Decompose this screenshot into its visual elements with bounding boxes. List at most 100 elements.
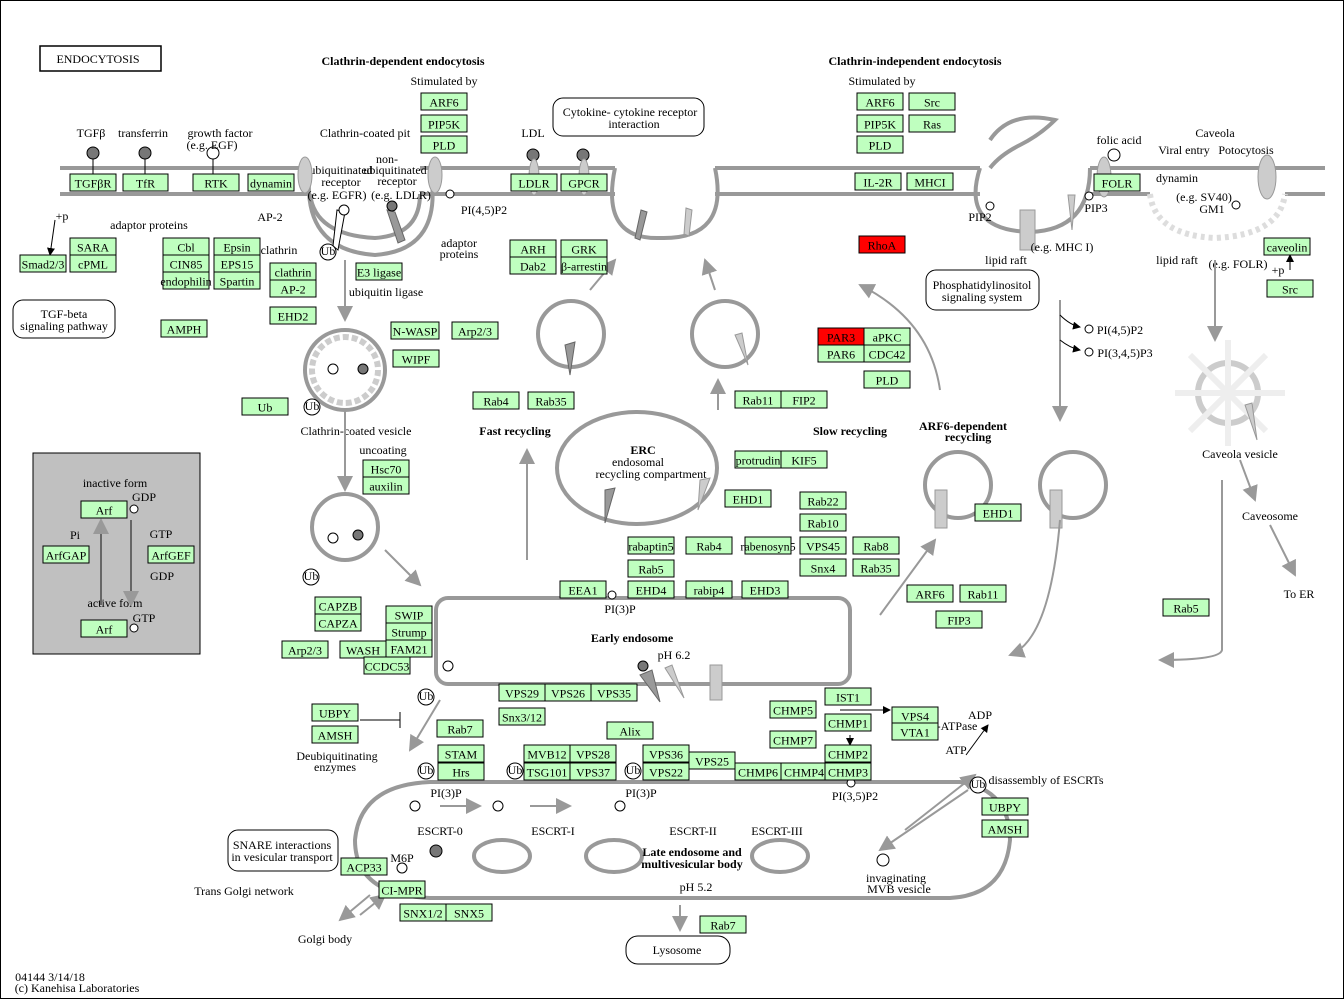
gene-box-fip2[interactable]: FIP2 bbox=[780, 390, 828, 409]
gene-box-rect[interactable] bbox=[314, 613, 362, 632]
gene-box-rect[interactable] bbox=[122, 173, 169, 192]
gene-box-rect[interactable] bbox=[627, 536, 675, 555]
gene-box-rect[interactable] bbox=[241, 397, 289, 416]
gene-box-rect[interactable] bbox=[590, 683, 638, 702]
gene-box-par3[interactable]: PAR3 bbox=[817, 327, 865, 346]
gene-box-arfgef[interactable]: ArfGEF bbox=[147, 545, 195, 564]
gene-box-rect[interactable] bbox=[378, 880, 426, 899]
gene-box-ubpy[interactable]: UBPY bbox=[981, 797, 1029, 816]
gene-box-fip3[interactable]: FIP3 bbox=[935, 610, 983, 629]
gene-box-rect[interactable] bbox=[560, 173, 608, 192]
gene-box-rect[interactable] bbox=[799, 558, 847, 577]
gene-box-rect[interactable] bbox=[420, 114, 468, 133]
gene-box-stam[interactable]: STAM bbox=[437, 744, 485, 763]
gene-box-sara[interactable]: SARA bbox=[69, 237, 117, 256]
gene-box-vps35[interactable]: VPS35 bbox=[590, 683, 638, 702]
gene-box-dab2[interactable]: Dab2 bbox=[509, 256, 557, 275]
gene-box-vps22[interactable]: VPS22 bbox=[642, 762, 690, 781]
gene-box-rect[interactable] bbox=[1162, 598, 1210, 617]
gene-box-chmp4[interactable]: CHMP4 bbox=[780, 762, 828, 781]
gene-box-rect[interactable] bbox=[569, 744, 617, 763]
gene-box-rect[interactable] bbox=[19, 254, 67, 273]
gene-box-mvb12[interactable]: MVB12 bbox=[523, 744, 571, 763]
gene-box-vps36[interactable]: VPS36 bbox=[642, 744, 690, 763]
gene-box-rect[interactable] bbox=[509, 256, 557, 275]
gene-box-gpcr[interactable]: GPCR bbox=[560, 173, 608, 192]
gene-box-arp2-3[interactable]: Arp2/3 bbox=[451, 321, 499, 340]
gene-box-rect[interactable] bbox=[162, 271, 210, 290]
gene-box-endophilin[interactable]: endophilin bbox=[160, 271, 212, 290]
gene-box-rtk[interactable]: RTK bbox=[192, 173, 240, 192]
gene-box-rect[interactable] bbox=[420, 92, 468, 111]
gene-box-rect[interactable] bbox=[906, 172, 954, 191]
gene-box-rab35[interactable]: Rab35 bbox=[527, 391, 575, 410]
gene-box-rab5[interactable]: Rab5 bbox=[1162, 598, 1210, 617]
gene-box-rect[interactable] bbox=[769, 730, 817, 749]
gene-box-rabip4[interactable]: rabip4 bbox=[685, 580, 733, 599]
gene-box-wipf[interactable]: WIPF bbox=[392, 349, 440, 368]
gene-box-rect[interactable] bbox=[569, 762, 617, 781]
gene-box-rect[interactable] bbox=[627, 559, 675, 578]
gene-box-rect[interactable] bbox=[856, 135, 904, 154]
gene-box-rect[interactable] bbox=[824, 687, 872, 706]
gene-box-arf6[interactable]: ARF6 bbox=[420, 92, 468, 111]
gene-box-rect[interactable] bbox=[445, 903, 493, 922]
gene-box-rect[interactable] bbox=[852, 536, 900, 555]
gene-box-amsh[interactable]: AMSH bbox=[981, 819, 1029, 838]
gene-box-arfgap[interactable]: ArfGAP bbox=[42, 545, 90, 564]
gene-box-rect[interactable] bbox=[355, 262, 403, 281]
gene-box-arf[interactable]: Arf bbox=[80, 619, 128, 638]
gene-box-tfr[interactable]: TfR bbox=[122, 173, 169, 192]
gene-box-rect[interactable] bbox=[858, 235, 906, 254]
gene-box-chmp2[interactable]: CHMP2 bbox=[824, 744, 872, 763]
gene-box-rect[interactable] bbox=[363, 656, 411, 675]
gene-box-vps25[interactable]: VPS25 bbox=[688, 751, 736, 770]
gene-box-chmp5[interactable]: CHMP5 bbox=[769, 700, 817, 719]
gene-box-alix[interactable]: Alix bbox=[606, 721, 654, 740]
gene-box-pld[interactable]: PLD bbox=[863, 370, 911, 389]
gene-box-rect[interactable] bbox=[281, 640, 329, 659]
gene-box-arf[interactable]: Arf bbox=[80, 500, 128, 519]
gene-box-rect[interactable] bbox=[908, 92, 956, 111]
gene-box-rect[interactable] bbox=[799, 536, 847, 555]
gene-box-dynamin[interactable]: dynamin bbox=[247, 173, 295, 192]
gene-box-ldlr[interactable]: LDLR bbox=[510, 173, 558, 192]
gene-box-wash[interactable]: WASH bbox=[339, 640, 387, 659]
gene-box-ehd2[interactable]: EHD2 bbox=[269, 306, 317, 325]
gene-box-rect[interactable] bbox=[392, 349, 440, 368]
gene-box-rect[interactable] bbox=[451, 321, 499, 340]
gene-box-pld[interactable]: PLD bbox=[420, 135, 468, 154]
snare-link[interactable] bbox=[227, 829, 339, 872]
gene-box-hrs[interactable]: Hrs bbox=[437, 762, 485, 781]
gene-box-rect[interactable] bbox=[891, 722, 939, 741]
gene-box-rab11[interactable]: Rab11 bbox=[959, 584, 1007, 603]
gene-box-vps45[interactable]: VPS45 bbox=[799, 536, 847, 555]
gene-box-rect[interactable] bbox=[80, 619, 128, 638]
gene-box-vps28[interactable]: VPS28 bbox=[569, 744, 617, 763]
gene-box-apkc[interactable]: aPKC bbox=[863, 327, 911, 346]
cytokine-receptor-link[interactable] bbox=[552, 97, 705, 137]
gene-box-rect[interactable] bbox=[472, 391, 520, 410]
gene-box-strump[interactable]: Strump bbox=[385, 622, 433, 641]
gene-box-ap-2[interactable]: AP-2 bbox=[269, 279, 317, 298]
gene-box-rect[interactable] bbox=[1263, 237, 1311, 256]
gene-box-rect[interactable] bbox=[863, 370, 911, 389]
gene-box-ehd1[interactable]: EHD1 bbox=[724, 489, 772, 508]
gene-box-pip5k[interactable]: PIP5K bbox=[856, 114, 904, 133]
gene-box-vta1[interactable]: VTA1 bbox=[891, 722, 939, 741]
gene-box-capza[interactable]: CAPZA bbox=[314, 613, 362, 632]
gene-box-e3-ligase[interactable]: E3 ligase bbox=[355, 262, 403, 281]
gene-box-rect[interactable] bbox=[685, 536, 733, 555]
gene-box-rabaptin5[interactable]: rabaptin5 bbox=[627, 536, 675, 555]
gene-box-rect[interactable] bbox=[498, 707, 546, 726]
gene-box-rect[interactable] bbox=[974, 503, 1022, 522]
gene-box-rab4[interactable]: Rab4 bbox=[685, 536, 733, 555]
gene-box-vps29[interactable]: VPS29 bbox=[498, 683, 546, 702]
gene-box-rect[interactable] bbox=[192, 173, 240, 192]
gene-box-rect[interactable] bbox=[724, 489, 772, 508]
gene-box-cin85[interactable]: CIN85 bbox=[162, 254, 210, 273]
gene-box-rab7[interactable]: Rab7 bbox=[436, 719, 484, 738]
gene-box-rect[interactable] bbox=[908, 114, 956, 133]
gene-box-snx5[interactable]: SNX5 bbox=[445, 903, 493, 922]
gene-box-rect[interactable] bbox=[1266, 279, 1314, 298]
